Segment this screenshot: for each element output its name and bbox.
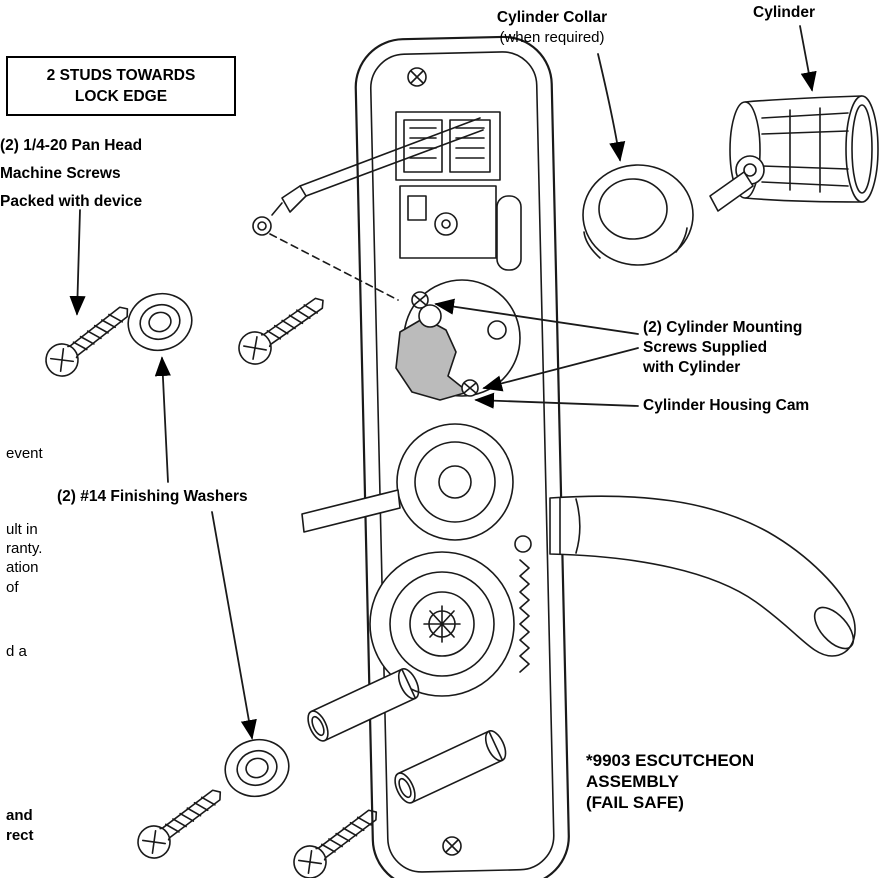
cylinder-tailpiece xyxy=(709,171,754,212)
arrow-housing-cam xyxy=(474,392,639,409)
machine-screws-label-line1: (2) 1/4-20 Pan Head xyxy=(0,137,143,154)
motor-gear-hub xyxy=(369,535,532,697)
arrow-cylinder xyxy=(799,25,817,92)
dashed-alignment-line xyxy=(269,233,399,301)
arrow-mounting-screw-lower xyxy=(482,347,639,392)
clipped-text-fragment: d a xyxy=(6,643,27,660)
finishing-washers-label: (2) #14 Finishing Washers xyxy=(57,488,248,505)
mounting-screws-label: (2) Cylinder Mounting Screws Supplied wi… xyxy=(643,318,802,378)
housing-cam-label: Cylinder Housing Cam xyxy=(643,397,810,414)
lever-handle xyxy=(549,495,856,657)
clipped-text-fragment: rect xyxy=(6,827,34,844)
wire-harness xyxy=(252,117,484,236)
arrow-washer-lower xyxy=(211,511,257,740)
machine-screws-label-line2: Machine Screws xyxy=(0,165,121,182)
machine-screws-label: (2) 1/4-20 Pan Head Machine Screws Packe… xyxy=(0,132,142,216)
mounting-stud-2 xyxy=(394,730,507,804)
cylinder-collar-label-subtitle: (when required) xyxy=(499,29,605,46)
cylinder-collar xyxy=(582,164,694,266)
boxed-note-studs: 2 STUDS TOWARDS LOCK EDGE xyxy=(6,56,236,116)
arrow-mounting-screw-upper xyxy=(434,298,639,335)
plate-screw-bottom xyxy=(442,836,462,856)
boxed-note-line1: 2 STUDS TOWARDS xyxy=(46,67,196,84)
machine-screw-4 xyxy=(286,798,387,878)
finishing-washer-2 xyxy=(218,731,296,805)
machine-screws-label-line3: Packed with device xyxy=(0,193,143,210)
assembly-label: *9903 ESCUTCHEON ASSEMBLY (FAIL SAFE) xyxy=(586,750,754,813)
plate-screw-top xyxy=(407,67,427,87)
mounting-stud-1 xyxy=(307,668,420,742)
leader-arrows xyxy=(69,25,817,740)
cylinder-housing-area xyxy=(395,279,521,401)
assembly-label-line3: (FAIL SAFE) xyxy=(586,793,684,812)
solenoid-block xyxy=(395,111,522,271)
clipped-text-fragment: ation xyxy=(6,559,39,576)
mounting-screws-label-line1: (2) Cylinder Mounting xyxy=(643,319,803,336)
clipped-text-fragment: ult in xyxy=(6,521,38,538)
cylinder-label: Cylinder xyxy=(753,4,816,21)
arrow-cylinder-collar xyxy=(597,53,626,162)
cylinder-collar-label-title: Cylinder Collar xyxy=(496,9,608,26)
cylinder xyxy=(709,95,879,212)
clipped-text-fragment: and xyxy=(6,807,33,824)
clipped-text-fragment: ranty. xyxy=(6,540,43,557)
mounting-screws-label-line3: with Cylinder xyxy=(643,359,741,376)
arrow-washer-upper xyxy=(154,356,171,483)
machine-screw-2 xyxy=(231,286,333,372)
boxed-note-line2: LOCK EDGE xyxy=(74,88,168,105)
spindle-hub xyxy=(301,423,514,541)
arrow-machine-screws xyxy=(69,209,86,316)
mounting-screws-label-line2: Screws Supplied xyxy=(643,339,768,356)
clipped-text-fragment: event xyxy=(6,445,43,462)
machine-screw-3 xyxy=(130,778,231,866)
mounting-screw-upper-position xyxy=(411,291,429,309)
cylinder-collar-label: Cylinder Collar (when required) xyxy=(462,8,642,48)
mounting-screw-lower-position xyxy=(461,379,479,397)
clipped-text-fragment: of xyxy=(6,579,19,596)
assembly-label-line1: *9903 ESCUTCHEON xyxy=(586,751,755,770)
machine-screw-1 xyxy=(38,295,139,384)
assembly-label-line2: ASSEMBLY xyxy=(586,772,679,791)
finishing-washer-1 xyxy=(121,285,199,359)
